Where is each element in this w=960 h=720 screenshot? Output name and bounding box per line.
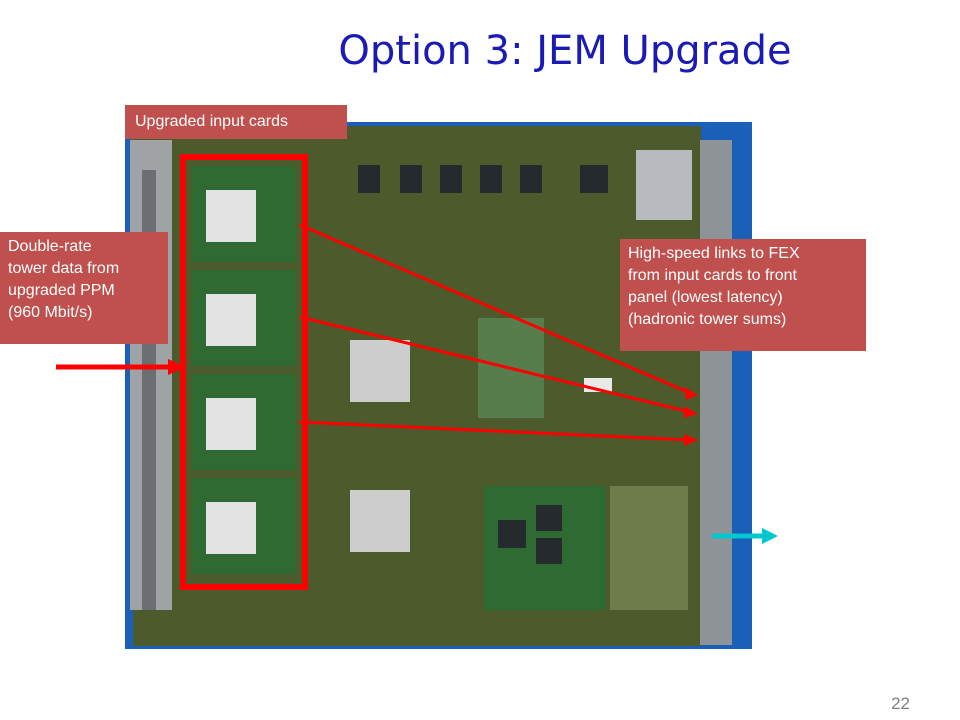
callout-double-rate-line: tower data from [8, 260, 120, 277]
callout-upgraded-input-cards: Upgraded input cards [125, 105, 347, 139]
top-components [358, 165, 608, 193]
page-number: 22 [891, 694, 910, 713]
input-arrow-head [168, 359, 186, 375]
high-speed-link-2 [299, 315, 691, 414]
callout-high-speed-line: panel (lowest latency) [628, 289, 783, 306]
mezzanine-card-right [610, 486, 688, 610]
callout-high-speed-line: from input cards to front [628, 267, 797, 284]
front-panel [700, 140, 732, 645]
fpga-chip-lower [350, 490, 410, 552]
callout-double-rate-line: Double-rate [8, 238, 92, 255]
fpga-chip-main [350, 340, 410, 402]
high-speed-link-1 [299, 223, 691, 395]
callout-high-speed-line: High-speed links to FEX [628, 245, 800, 262]
callout-double-rate-line: upgraded PPM [8, 282, 115, 299]
front-connector [636, 150, 692, 220]
output-arrow-head [762, 528, 778, 544]
callout-double-rate-line: (960 Mbit/s) [8, 304, 93, 321]
input-cards-highlight-box [180, 154, 308, 590]
slide-title: Option 3: JEM Upgrade [338, 28, 792, 74]
high-speed-link-3 [299, 420, 691, 442]
callout-high-speed-links: High-speed links to FEX from input cards… [620, 239, 866, 351]
input-cards [192, 166, 296, 574]
callout-double-rate: Double-rate tower data from upgraded PPM… [0, 232, 168, 344]
callout-high-speed-line: (hadronic tower sums) [628, 311, 787, 328]
